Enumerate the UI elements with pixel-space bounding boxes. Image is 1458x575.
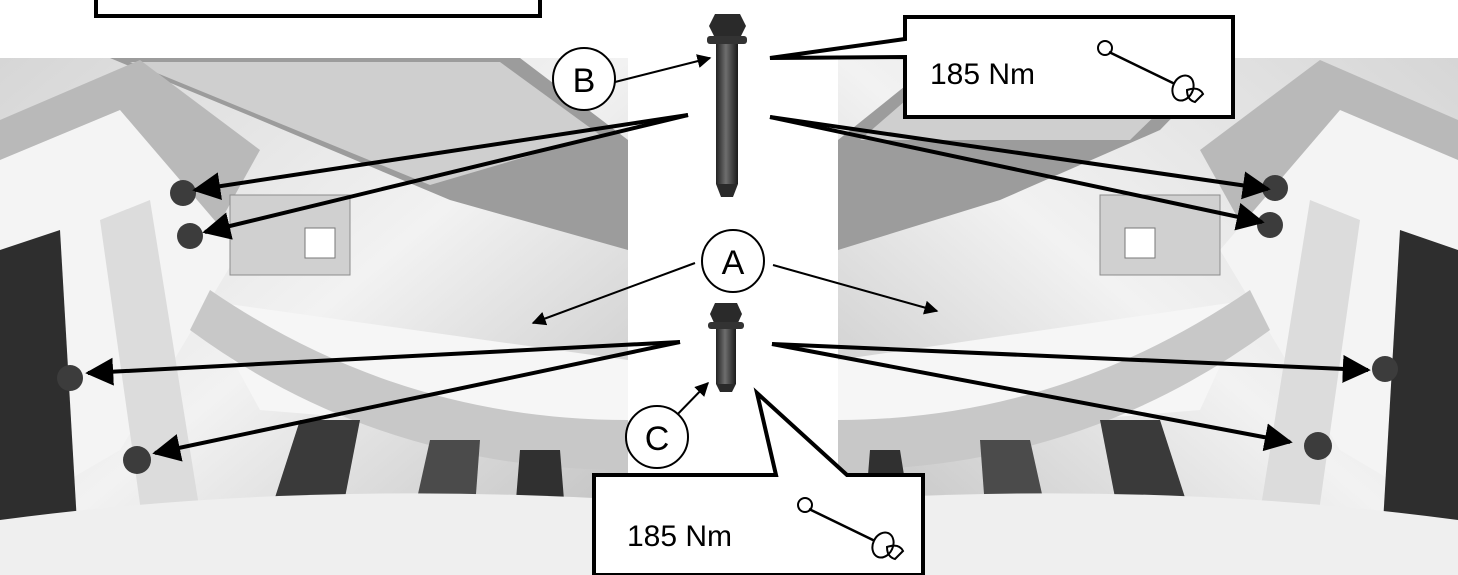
torque-value-top: 185 Nm [930,58,1035,91]
bolt-short [708,303,744,392]
leader-arrows [85,113,1371,462]
left-frame-panel [0,58,628,575]
svg-text:A: A [722,244,745,282]
svg-text:B: B [573,62,596,100]
right-frame-panel [838,58,1458,575]
torque-wrench-icon [1097,40,1205,104]
torque-spec-bottom: 185 Nm [592,387,925,575]
callout-a: A [701,229,765,293]
thin-leaders [531,54,939,421]
torque-value-bottom: 185 Nm [627,520,732,553]
callout-b: B [552,47,616,111]
caption-box [94,0,542,18]
torque-wrench-icon [797,497,905,561]
callout-c: C [625,405,689,469]
torque-spec-top: 185 Nm [769,15,1235,119]
bolt-long [707,14,747,197]
svg-text:C: C [645,420,670,458]
